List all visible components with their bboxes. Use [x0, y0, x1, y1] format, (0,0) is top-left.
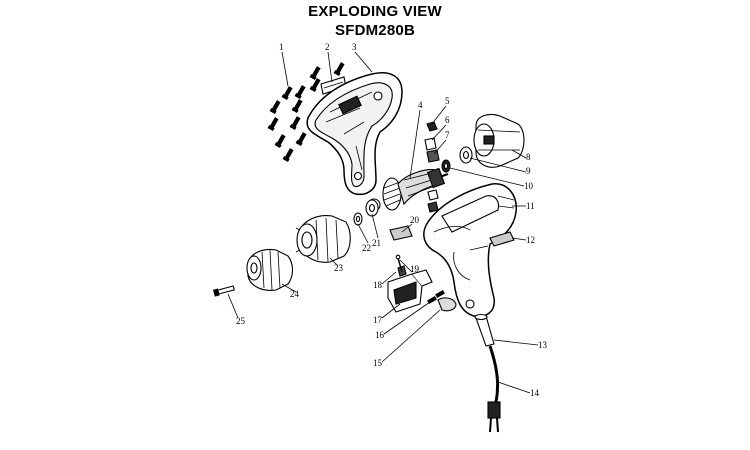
- callout-16: 16: [375, 330, 385, 340]
- callout-22: 22: [362, 243, 371, 253]
- callout-6: 6: [445, 115, 450, 125]
- part-25-chuck-screw: [213, 285, 235, 297]
- callout-1: 1: [279, 42, 284, 52]
- callout-14: 14: [530, 388, 540, 398]
- callout-24: 24: [290, 289, 300, 299]
- part-17-switch: [387, 269, 433, 313]
- title-heading: EXPLODING VIEW: [308, 3, 442, 20]
- part-23-gearbox: [295, 215, 351, 263]
- part-10-washer: [441, 159, 451, 173]
- callout-19: 19: [410, 264, 420, 274]
- callout-17: 17: [373, 315, 383, 325]
- callout-8: 8: [526, 152, 531, 162]
- callout-7: 7: [445, 130, 450, 140]
- part-13-cord-sleeve: [474, 313, 495, 347]
- callout-25: 25: [236, 316, 246, 326]
- callout-3: 3: [352, 42, 357, 52]
- part-14-power-cord: [487, 345, 501, 433]
- model-number: SFDM280B: [335, 22, 415, 39]
- callout-21: 21: [372, 238, 381, 248]
- callout-10: 10: [524, 181, 534, 191]
- part-15-trigger: [437, 297, 457, 312]
- part-12-label: [489, 231, 515, 247]
- part-8-motor-cover: [473, 113, 525, 168]
- callout-23: 23: [334, 263, 344, 273]
- callout-2: 2: [325, 42, 330, 52]
- leader-lines: [227, 51, 539, 394]
- callout-5: 5: [445, 96, 450, 106]
- part-5-7-brushes: [424, 121, 440, 213]
- callout-15: 15: [373, 358, 383, 368]
- callout-4: 4: [418, 100, 423, 110]
- callout-9: 9: [526, 166, 531, 176]
- callout-12: 12: [526, 235, 535, 245]
- part-11-right-housing: [423, 183, 517, 318]
- callout-11: 11: [526, 201, 535, 211]
- part-19-switch-wire: [395, 254, 403, 273]
- callout-13: 13: [538, 340, 548, 350]
- part-24-chuck: [246, 248, 294, 291]
- part-20-label: [389, 225, 413, 241]
- callout-18: 18: [373, 280, 383, 290]
- part-3-left-housing: [306, 72, 403, 196]
- diagram-title: EXPLODING VIEW SFDM280B: [0, 2, 750, 40]
- part-21-bearing: [365, 199, 379, 217]
- part-22-washer: [353, 212, 363, 226]
- part-1-screws: [267, 62, 345, 163]
- callout-20: 20: [410, 215, 420, 225]
- part-16-screw: [427, 290, 445, 304]
- callout-labels: 1 2 3 4 5 6 7 8 9 10 11 12 13 14 15 16 1…: [236, 42, 548, 398]
- part-9-bearing: [459, 146, 473, 164]
